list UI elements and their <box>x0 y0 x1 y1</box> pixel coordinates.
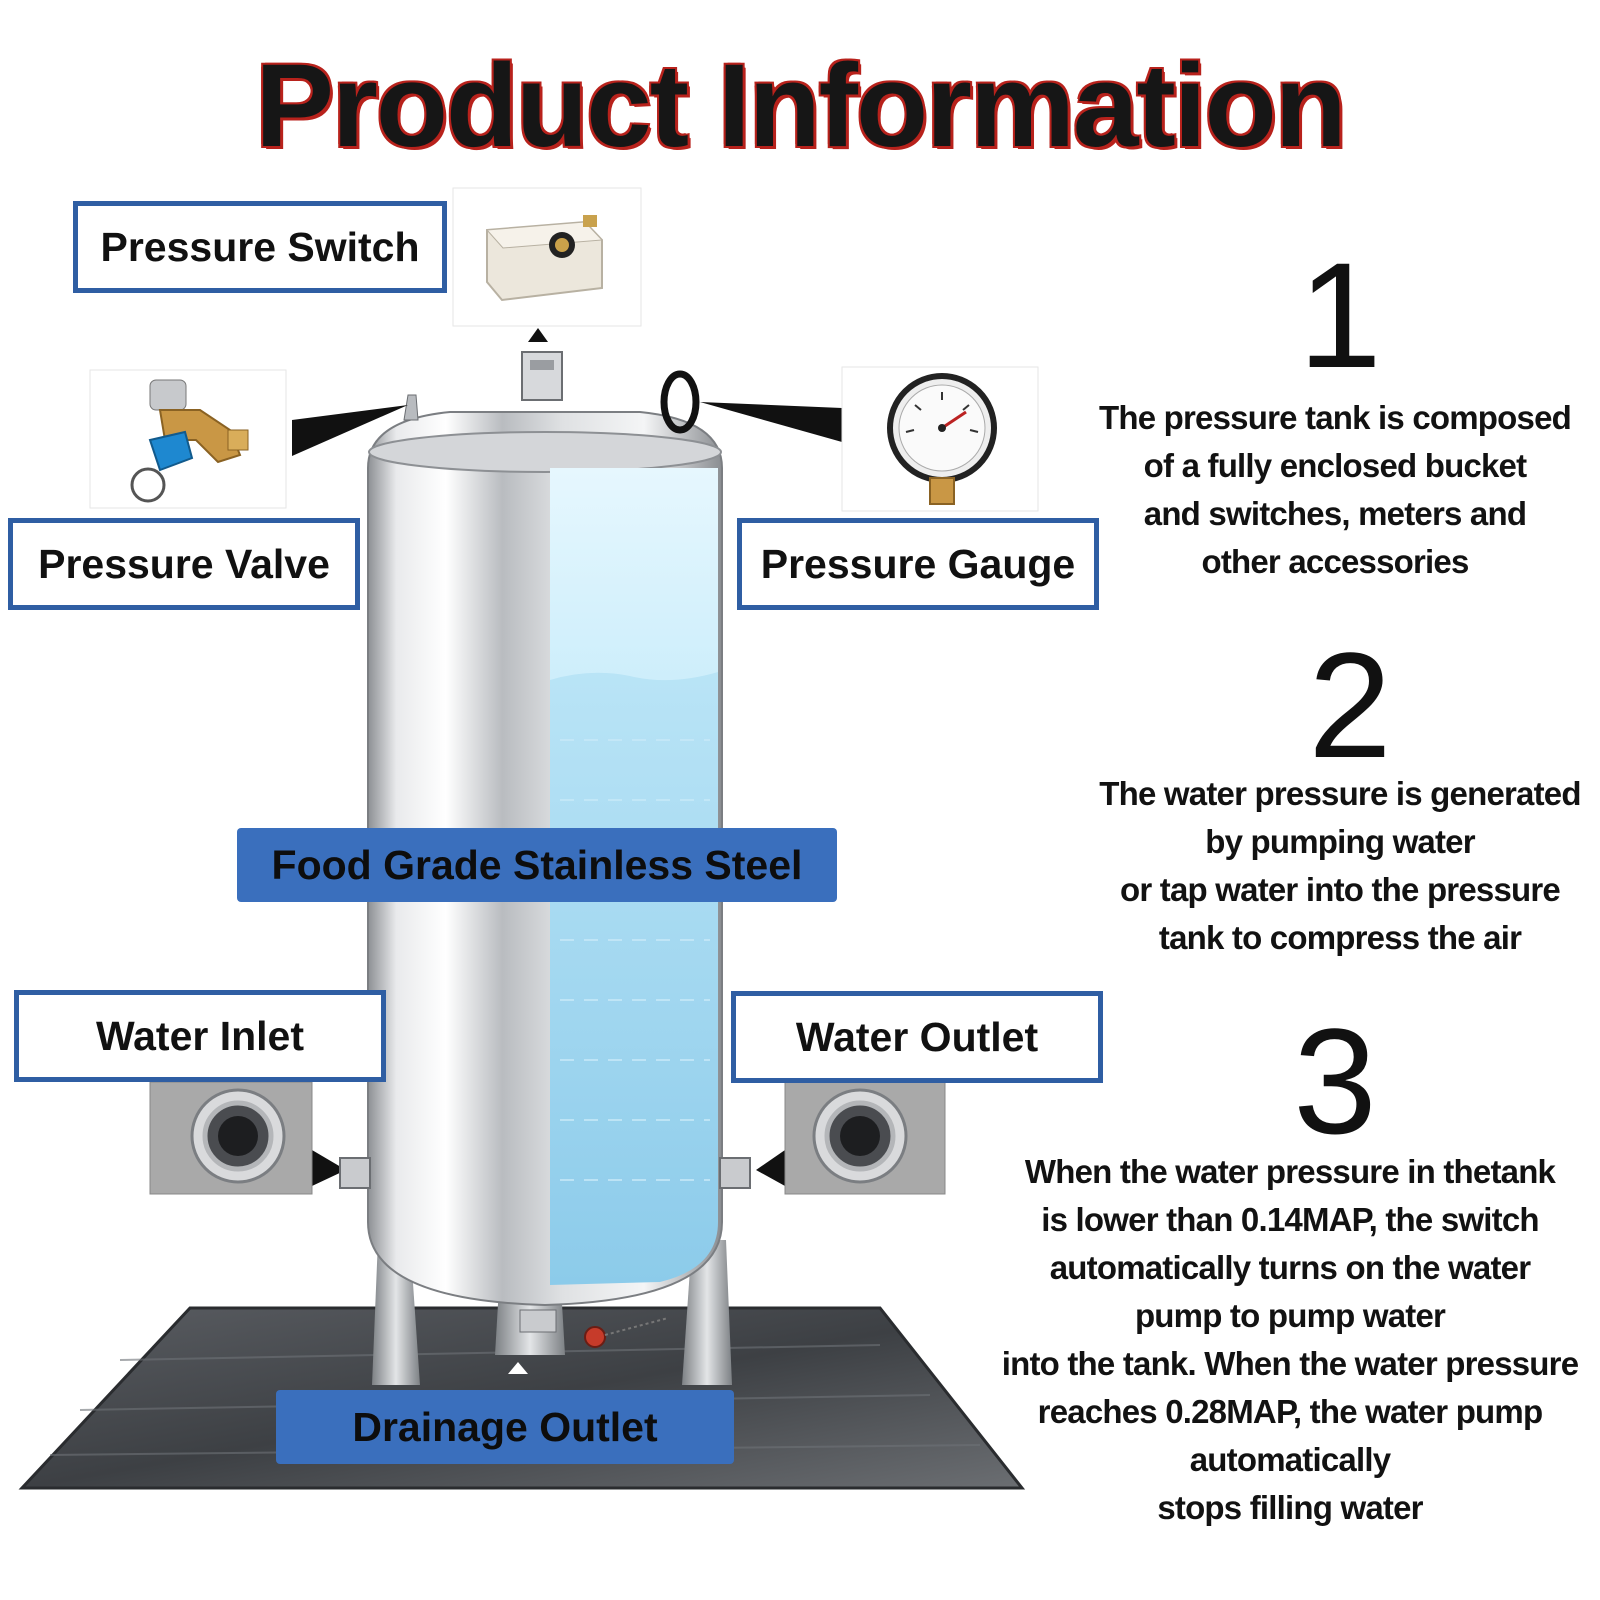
step-line: is lower than 0.14MAP, the switch <box>1041 1201 1539 1238</box>
water-cutaway-top <box>550 468 718 685</box>
water-cutaway <box>550 672 718 1285</box>
step-line: automatically <box>1189 1441 1391 1478</box>
step-line: tank to compress the air <box>1158 919 1522 956</box>
top-switch-fitting <box>521 351 563 401</box>
drain-cap <box>584 1326 606 1348</box>
water-inlet-label: Water Inlet <box>14 990 386 1082</box>
step-line: automatically turns on the water <box>1049 1249 1531 1286</box>
step-line: When the water pressure in thetank <box>1024 1153 1556 1190</box>
step-line: stops filling water <box>1157 1489 1423 1526</box>
pipe-fitting-icon <box>784 1081 946 1195</box>
step-number: 1 <box>1298 231 1382 399</box>
food-grade-label: Food Grade Stainless Steel <box>237 828 837 902</box>
inlet-nozzle <box>339 1157 371 1189</box>
outlet-pointer <box>756 1150 785 1186</box>
step-line: or tap water into the pressure <box>1120 871 1561 908</box>
pressure-gauge-icon <box>841 366 1039 512</box>
step-line: pump to pump water <box>1134 1297 1446 1334</box>
gauge-pointer <box>700 402 842 442</box>
pressure-valve-icon <box>89 369 287 509</box>
step-number: 2 <box>1308 621 1392 789</box>
pressure-switch-label: Pressure Switch <box>73 201 447 293</box>
tank-leg <box>682 1240 732 1385</box>
step-description: The pressure tank is composed of a fully… <box>1075 394 1595 586</box>
step-line: by pumping water <box>1205 823 1475 860</box>
step-description: The water pressure is generated by pumpi… <box>1080 770 1600 962</box>
step-line: The pressure tank is composed <box>1099 399 1572 436</box>
step-line: reaches 0.28MAP, the water pump <box>1037 1393 1543 1430</box>
drainage-outlet-label: Drainage Outlet <box>276 1390 734 1464</box>
outlet-nozzle <box>719 1157 751 1189</box>
step-line: and switches, meters and <box>1143 495 1527 532</box>
valve-pointer <box>292 405 408 456</box>
page-title: Product Information <box>255 40 1347 172</box>
step-description: When the water pressure in thetank is lo… <box>985 1148 1595 1532</box>
step-line: into the tank. When the water pressure <box>1001 1345 1579 1382</box>
water-outlet-label: Water Outlet <box>731 991 1103 1083</box>
pressure-gauge-label: Pressure Gauge <box>737 518 1099 610</box>
switch-pointer <box>528 328 548 342</box>
pressure-switch-icon <box>452 187 642 327</box>
pressure-valve-label: Pressure Valve <box>8 518 360 610</box>
pipe-fitting-icon <box>149 1081 313 1195</box>
inlet-pointer <box>312 1150 346 1186</box>
step-line: other accessories <box>1201 543 1469 580</box>
top-valve-fitting <box>403 394 419 421</box>
step-line: of a fully enclosed bucket <box>1143 447 1527 484</box>
step-line: The water pressure is generated <box>1099 775 1581 812</box>
step-number: 3 <box>1293 997 1377 1165</box>
